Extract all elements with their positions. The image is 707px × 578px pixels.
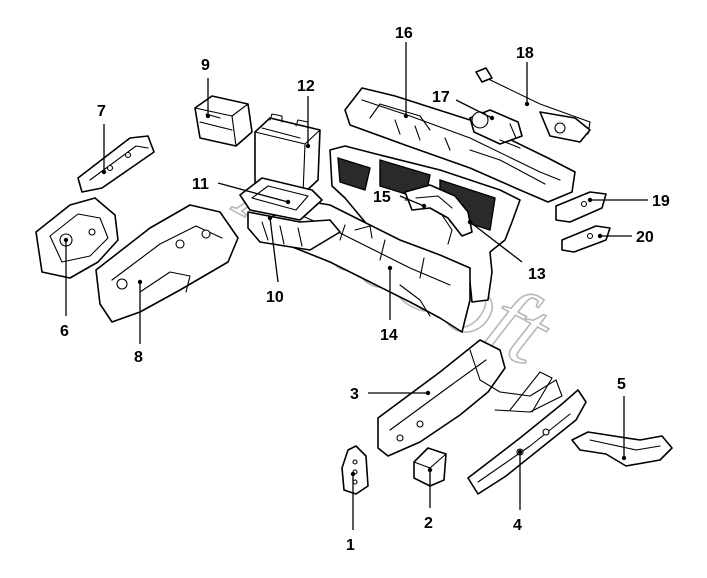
- callout-label-13: 13: [528, 266, 546, 283]
- callout-label-4: 4: [513, 517, 522, 534]
- callout-label-20: 20: [636, 229, 654, 246]
- callout-9: 9: [201, 57, 211, 119]
- part-13-dash-panel: [329, 145, 521, 303]
- callout-label-1: 1: [346, 537, 355, 554]
- callout-17: 17: [432, 89, 495, 121]
- callout-12: 12: [297, 78, 315, 149]
- callout-label-3: 3: [350, 386, 359, 403]
- callout-2: 2: [424, 467, 433, 532]
- callouts: 1 2 3 4 5 6 7: [60, 25, 670, 554]
- part-17-wiper-motor: [469, 109, 523, 149]
- callout-15: 15: [373, 189, 427, 209]
- callout-18: 18: [516, 45, 534, 107]
- part-5-plate: [571, 431, 673, 467]
- callout-7: 7: [97, 103, 107, 175]
- callout-label-18: 18: [516, 45, 534, 62]
- part-1-small-plate: [341, 445, 369, 495]
- callout-label-19: 19: [652, 193, 670, 210]
- callout-6: 6: [60, 237, 69, 340]
- callout-10: 10: [266, 215, 284, 306]
- callout-label-5: 5: [617, 376, 626, 393]
- callout-label-14: 14: [380, 327, 398, 344]
- callout-13: 13: [467, 219, 546, 283]
- part-7-bracket: [77, 135, 155, 193]
- callout-20: 20: [597, 229, 654, 246]
- callout-8: 8: [134, 279, 143, 366]
- callout-label-10: 10: [266, 289, 284, 306]
- callout-label-17: 17: [432, 89, 450, 106]
- part-11-battery-tray: [239, 177, 323, 221]
- callout-label-9: 9: [201, 57, 210, 74]
- part-18-wiper-linkage: [475, 67, 591, 143]
- callout-14: 14: [380, 265, 398, 344]
- callout-label-16: 16: [395, 25, 413, 42]
- part-12-battery: [254, 113, 321, 195]
- part-8-wheelhouse-apron: [95, 204, 239, 323]
- part-20-bracket: [561, 225, 611, 253]
- callout-3: 3: [350, 386, 431, 403]
- callout-label-11: 11: [192, 176, 209, 193]
- part-15-reinforcement: [404, 184, 473, 237]
- part-6-inner-panel: [35, 197, 119, 279]
- callout-16: 16: [395, 25, 413, 119]
- callout-11: 11: [192, 176, 291, 205]
- callout-label-6: 6: [60, 323, 69, 340]
- part-19-bracket: [555, 191, 607, 223]
- callout-19: 19: [587, 193, 670, 210]
- callout-label-2: 2: [424, 515, 433, 532]
- callout-4: 4: [513, 449, 523, 534]
- callout-label-8: 8: [134, 349, 143, 366]
- part-16-cowl-top-panel: [344, 87, 576, 203]
- callout-label-15: 15: [373, 189, 391, 206]
- callout-5: 5: [617, 376, 627, 461]
- part-4-lower-member: [467, 371, 587, 495]
- callout-label-12: 12: [297, 78, 315, 95]
- part-3-side-member: [377, 339, 563, 457]
- callout-1: 1: [346, 471, 356, 554]
- part-9-relay-box: [194, 95, 253, 147]
- callout-label-7: 7: [97, 103, 106, 120]
